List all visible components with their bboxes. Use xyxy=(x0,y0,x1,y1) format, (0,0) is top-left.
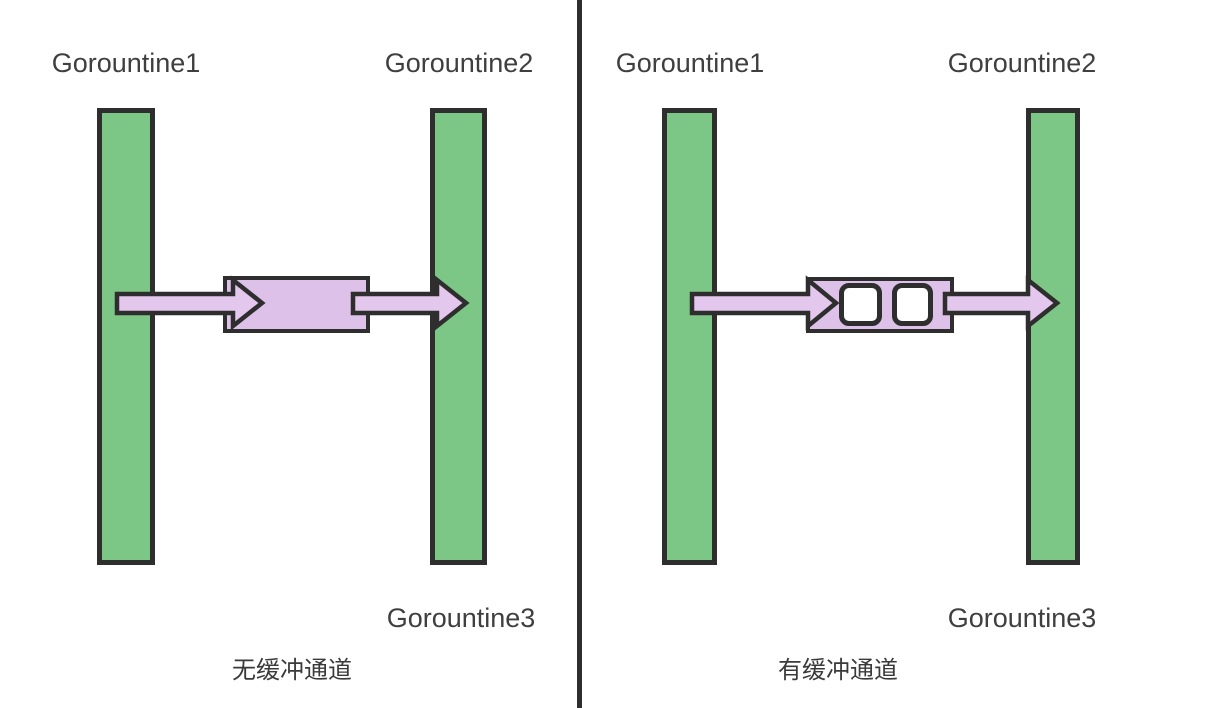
panel-divider-line xyxy=(577,0,582,708)
right-receive-arrow-icon xyxy=(942,275,1061,331)
right-send-arrow-icon xyxy=(689,275,840,331)
left-goroutine1-label: Gorountine1 xyxy=(51,48,201,78)
left-receive-arrow-icon xyxy=(350,275,470,331)
buffer-slot-2 xyxy=(892,283,933,326)
right-goroutine3-label: Gorountine3 xyxy=(947,603,1097,633)
right-goroutine2-label: Gorountine2 xyxy=(947,48,1097,78)
left-goroutine1-lifeline-bar xyxy=(97,108,155,565)
buffer-slot-1 xyxy=(839,283,882,326)
left-goroutine2-lifeline-bar xyxy=(430,108,487,565)
right-panel-caption: 有缓冲通道 xyxy=(778,657,898,684)
left-goroutine2-label: Gorountine2 xyxy=(384,48,534,78)
right-goroutine1-label: Gorountine1 xyxy=(615,48,765,78)
left-goroutine3-label: Gorountine3 xyxy=(386,603,536,633)
left-send-arrow-icon xyxy=(114,275,266,331)
right-goroutine2-lifeline-bar xyxy=(1026,108,1080,565)
left-panel-caption: 无缓冲通道 xyxy=(232,657,352,684)
right-goroutine1-lifeline-bar xyxy=(662,108,717,565)
